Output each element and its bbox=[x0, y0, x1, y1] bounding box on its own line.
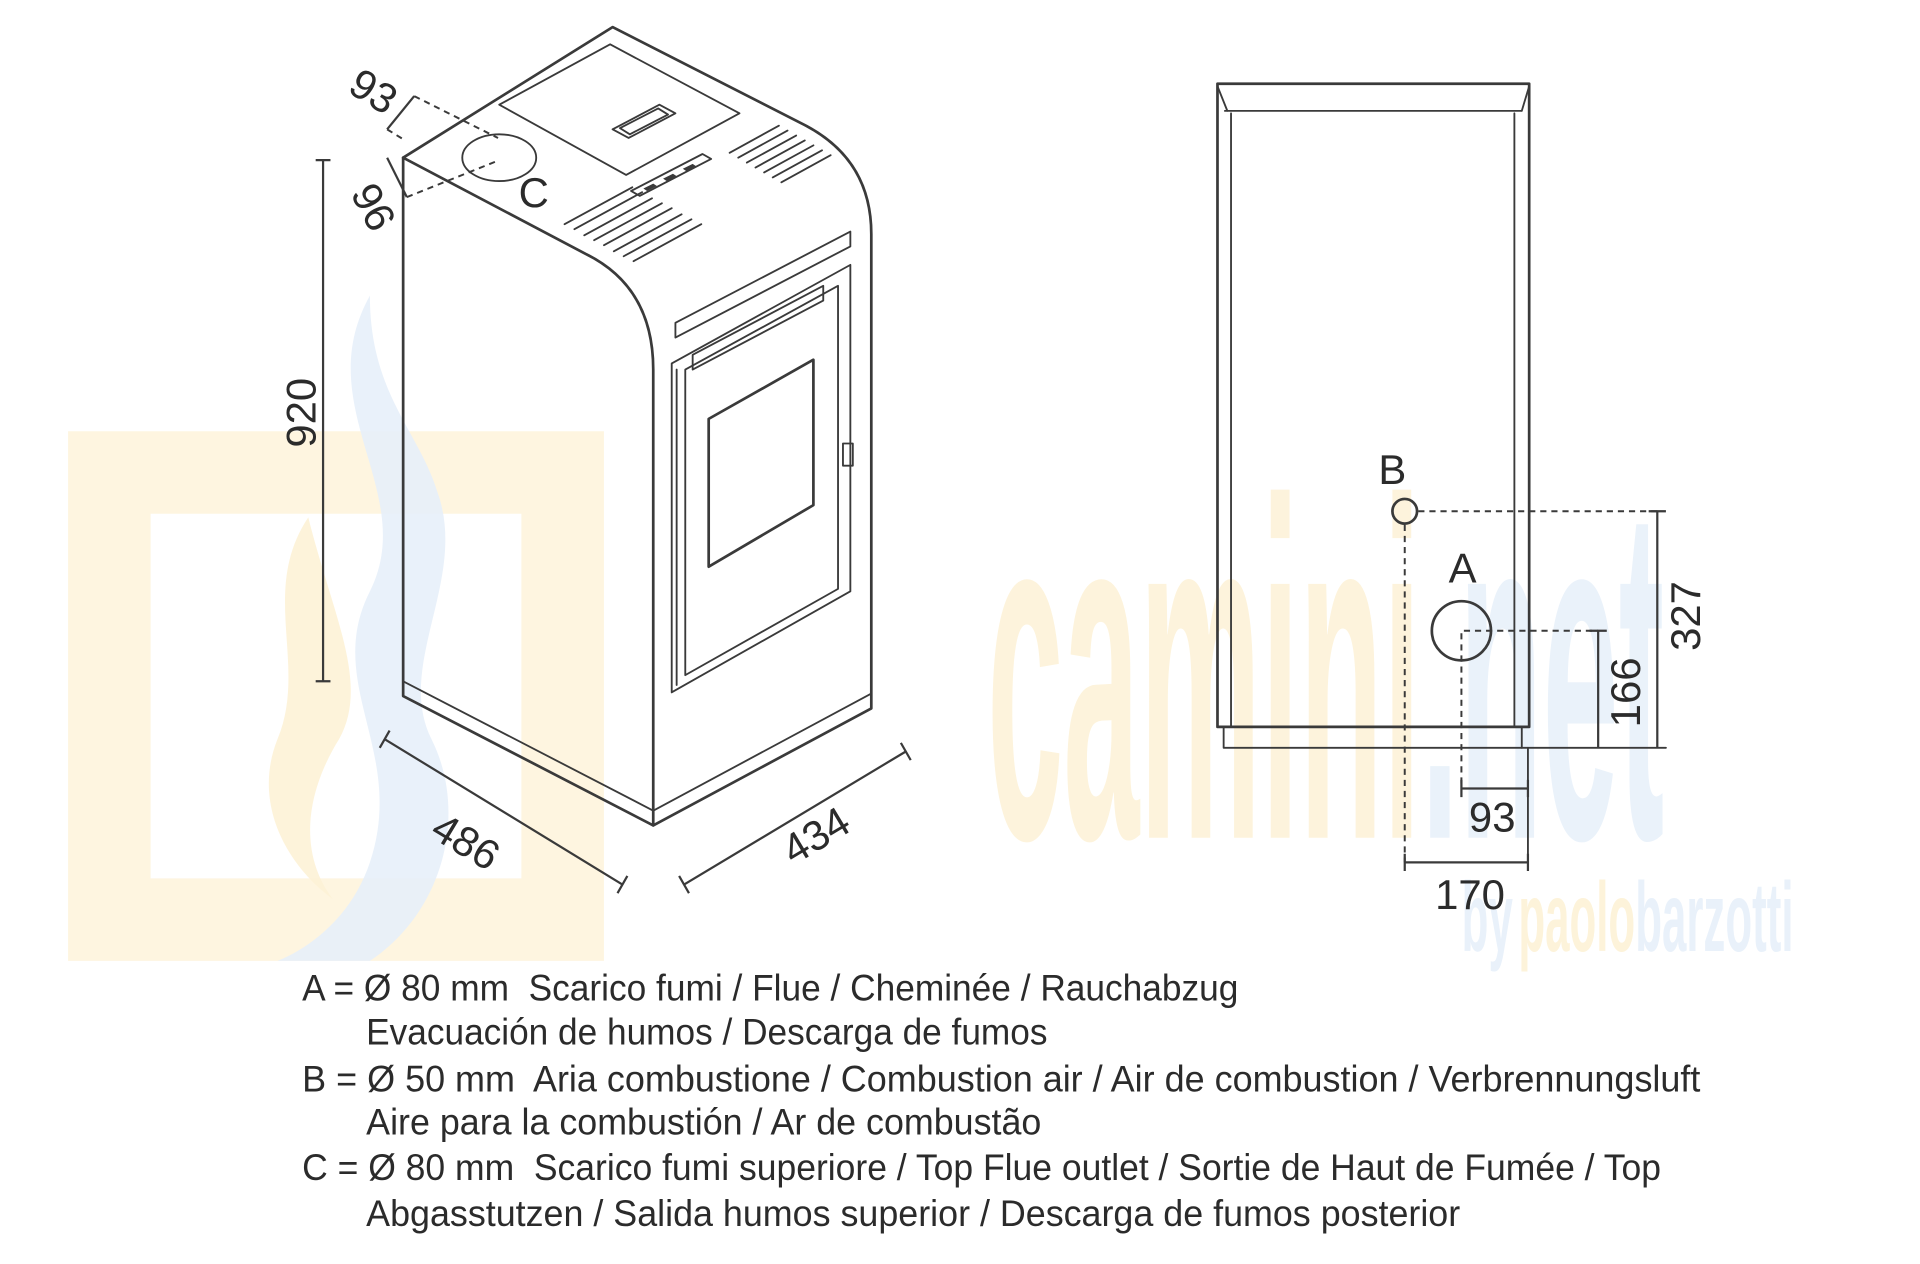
combustion-air-inlet-b-label: B bbox=[1378, 446, 1406, 493]
rear-inner-frame bbox=[1230, 112, 1516, 728]
legend-c-line-2: Abgasstutzen / Salida humos superior / D… bbox=[366, 1193, 1460, 1234]
dimension-label-166: 166 bbox=[1602, 657, 1649, 727]
rear-top-band bbox=[1216, 85, 1531, 112]
hopper-lid bbox=[498, 43, 741, 176]
dimension-line-434 bbox=[678, 742, 912, 894]
stove-body-outline bbox=[401, 25, 873, 827]
hopper-lid-handle bbox=[611, 103, 677, 139]
watermark-flame-blue-icon bbox=[277, 295, 449, 961]
dimension-line-96 bbox=[386, 157, 408, 198]
dimension-line-93-rear bbox=[1460, 779, 1530, 798]
watermark-logo-frame bbox=[68, 431, 604, 961]
dimension-line-170 bbox=[1403, 853, 1530, 872]
legend-a-line-2: Evacuación de humos / Descarga de fumos bbox=[366, 1012, 1047, 1053]
combustion-air-inlet-b-circle bbox=[1391, 497, 1419, 525]
legend: A = Ø 80 mm Scarico fumi / Flue / Chemin… bbox=[302, 967, 1700, 1233]
dimension-label-93-top: 93 bbox=[341, 59, 405, 124]
legend-a-line-1: A = Ø 80 mm Scarico fumi / Flue / Chemin… bbox=[302, 967, 1238, 1008]
rear-view: B A 327 166 93 170 bbox=[1216, 82, 1709, 918]
control-panel-buttons bbox=[643, 163, 697, 191]
top-vent-slats-left bbox=[563, 186, 703, 263]
watermark: camini.net bypaolobarzotti bbox=[68, 295, 1854, 972]
watermark-brand-main: camini bbox=[987, 403, 1421, 940]
dimension-line-166 bbox=[1589, 629, 1607, 748]
dimension-label-93-rear: 93 bbox=[1469, 794, 1516, 841]
legend-c-line-1: C = Ø 80 mm Scarico fumi superiore / Top… bbox=[302, 1147, 1661, 1188]
watermark-brand: camini.net bbox=[721, 403, 1854, 940]
watermark-flame-yellow-icon bbox=[268, 517, 351, 900]
extension-line-96 bbox=[406, 159, 500, 199]
watermark-byline: bypaolobarzotti bbox=[1376, 862, 1854, 972]
top-vent-slats-right bbox=[728, 124, 832, 184]
door-panel bbox=[684, 284, 839, 677]
dimension-line-93 bbox=[386, 95, 416, 131]
door-frame bbox=[670, 263, 852, 694]
stove-plinth-line bbox=[402, 680, 873, 812]
extension-line-93-a bbox=[413, 95, 499, 139]
legend-b-line-1: B = Ø 50 mm Aria combustione / Combustio… bbox=[302, 1059, 1700, 1100]
front-top-plate bbox=[674, 230, 852, 339]
watermark-byline-first: paolo bbox=[1518, 862, 1635, 972]
dimension-label-920: 920 bbox=[277, 378, 324, 448]
flue-outlet-a-label: A bbox=[1449, 545, 1477, 592]
rear-base bbox=[1222, 725, 1523, 749]
door-latch bbox=[842, 442, 854, 467]
watermark-byline-last: barzotti bbox=[1635, 862, 1793, 972]
dimension-label-327: 327 bbox=[1662, 581, 1709, 651]
door-glass bbox=[707, 358, 815, 569]
extension-line-93-b bbox=[386, 128, 404, 141]
dimension-line-327 bbox=[1648, 510, 1666, 748]
dimension-line-920 bbox=[315, 159, 331, 683]
dimension-label-170: 170 bbox=[1435, 871, 1505, 918]
flue-outlet-c-circle bbox=[461, 133, 538, 183]
door-top-bar bbox=[691, 284, 825, 371]
flue-outlet-c-label: C bbox=[519, 169, 549, 216]
dimension-label-96: 96 bbox=[342, 175, 405, 238]
watermark-byline-by: by bbox=[1462, 862, 1513, 972]
legend-b-line-2: Aire para la combustión / Ar de combustã… bbox=[366, 1102, 1041, 1143]
dimension-line-486 bbox=[378, 730, 629, 894]
stove-front-left-edge bbox=[401, 156, 655, 827]
